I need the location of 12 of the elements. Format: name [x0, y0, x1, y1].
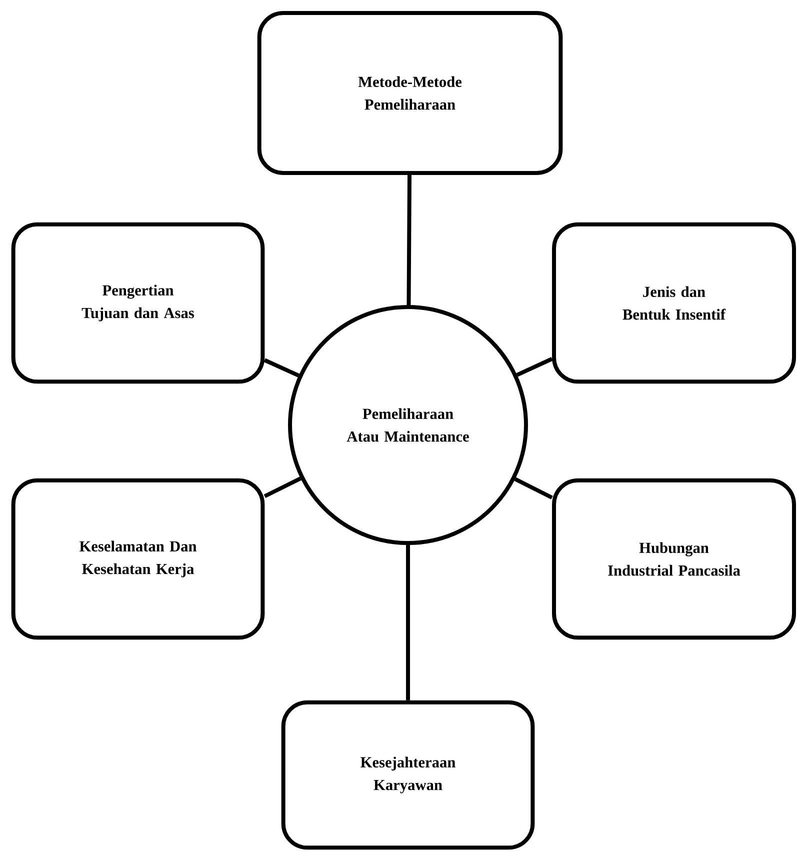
topic-box: Jenis dan Bentuk Insentif [552, 222, 796, 384]
topic-box: Pengertian Tujuan dan Asas [11, 222, 265, 384]
topic-box: Kesejahteraan Karyawan [281, 700, 535, 850]
connector-line [264, 476, 302, 498]
connector-line [516, 357, 553, 377]
connector-line [264, 358, 300, 378]
connector-line [406, 175, 412, 306]
topic-box: Hubungan Industrial Pancasila [552, 478, 796, 640]
topic-box: Metode-Metode Pemeliharaan [257, 11, 563, 175]
connector-line [514, 477, 553, 500]
topic-box: Keselamatan Dan Kesehatan Kerja [11, 478, 265, 640]
connector-line [406, 545, 410, 700]
